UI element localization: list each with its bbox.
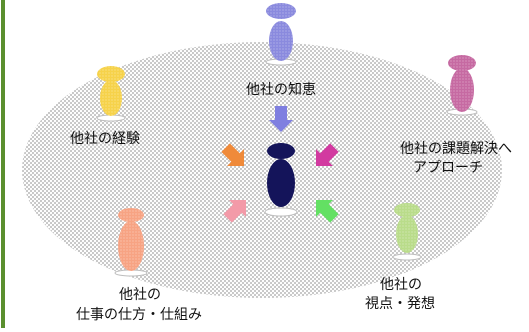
label-bottom-right-perspective-line1: 他社の	[380, 277, 422, 293]
figure-top	[265, 3, 297, 66]
arrow-upper-left-icon	[221, 143, 244, 166]
figure-right	[446, 55, 478, 116]
label-bottom-right-perspective-line2: 視点・発想	[365, 296, 435, 312]
arrow-lower-left-icon	[223, 200, 246, 223]
figure-bottom-left	[114, 208, 148, 277]
figure-bottom-right	[392, 203, 422, 261]
label-left-experience: 他社の経験	[70, 131, 140, 147]
label-right-problem-solving-line1: 他社の課題解決へ	[400, 141, 512, 157]
arrow-upper-right-icon	[316, 143, 339, 166]
label-bottom-left-workstyle-line1: 他社の	[119, 287, 161, 303]
label-bottom-left-workstyle-line2: 仕事の仕方・仕組み	[76, 307, 202, 323]
figure-left	[96, 66, 126, 122]
label-right-problem-solving-line2: アプローチ	[413, 160, 483, 176]
label-top-wisdom: 他社の知恵	[246, 82, 316, 98]
arrow-lower-right-icon	[316, 200, 339, 223]
figure-center	[264, 143, 298, 217]
arrow-top-down-icon	[269, 106, 293, 132]
